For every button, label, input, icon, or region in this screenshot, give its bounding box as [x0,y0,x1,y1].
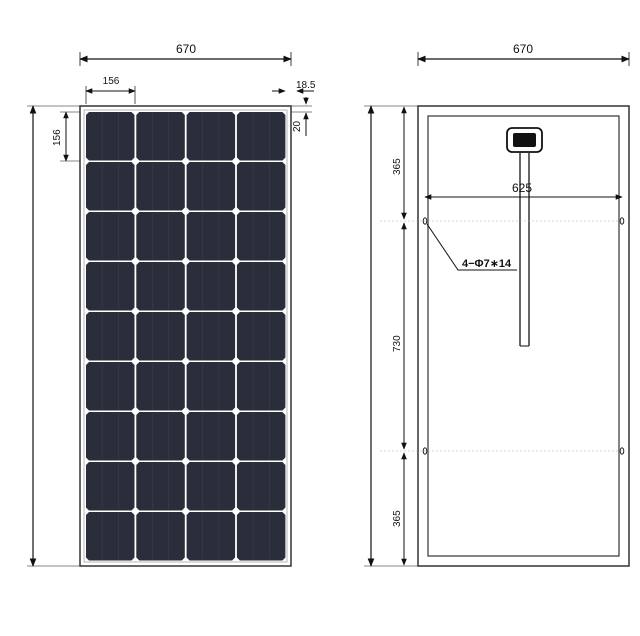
solar-cell [236,312,286,361]
solar-cell [86,162,135,211]
solar-cell [136,412,185,461]
solar-cell [136,112,185,161]
solar-cell [86,462,135,511]
solar-cell [186,312,236,361]
solar-cell [186,162,236,211]
solar-cell [236,262,286,311]
top-segment-label: 365 [392,158,403,175]
back-panel-frame [417,105,630,567]
hole-note-leader [426,223,517,271]
hole-note-label: 4−Φ7∗14 [462,258,512,270]
cell-height-label: 156 [52,129,63,146]
solar-cell [86,412,135,461]
solar-cell [236,362,286,411]
back-width-label: 670 [513,42,533,56]
hole-spacing-label: 625 [512,181,532,195]
solar-cell [236,462,286,511]
back-view: 670 625 4−Φ7∗14 365 730 [364,42,630,567]
frame-side-label: 18.5 [296,80,316,91]
solar-cell [186,512,236,561]
solar-cell [136,262,185,311]
mounting-hole-top-left [422,217,428,225]
solar-cell [86,512,135,561]
solar-cell [86,262,135,311]
solar-cell [186,412,236,461]
solar-cell [136,362,185,411]
cell-width-label: 156 [103,76,120,87]
solar-cell [236,212,286,261]
mounting-hole-bottom-left [422,447,428,455]
solar-cell [86,112,135,161]
frame-top-label: 20 [292,120,303,132]
solar-cell [186,362,236,411]
solar-cell [236,112,286,161]
solar-cell [136,212,185,261]
solar-cell [86,362,135,411]
front-view: 670 156 18.5 20 156 [27,42,316,567]
bottom-segment-label: 365 [392,510,403,527]
front-width-label: 670 [176,42,196,56]
solar-cell [186,462,236,511]
solar-cell [86,312,135,361]
solar-cell-grid [86,112,286,561]
solar-cell [136,512,185,561]
solar-cell [136,312,185,361]
solar-cell [186,112,236,161]
solar-cell [136,162,185,211]
solar-cell [86,212,135,261]
solar-cell [236,162,286,211]
solar-cell [186,262,236,311]
solar-cell [186,212,236,261]
back-inner-frame [427,115,620,557]
solar-cell [136,462,185,511]
solar-cell [236,512,286,561]
middle-segment-label: 730 [392,335,403,352]
solar-cell [236,412,286,461]
